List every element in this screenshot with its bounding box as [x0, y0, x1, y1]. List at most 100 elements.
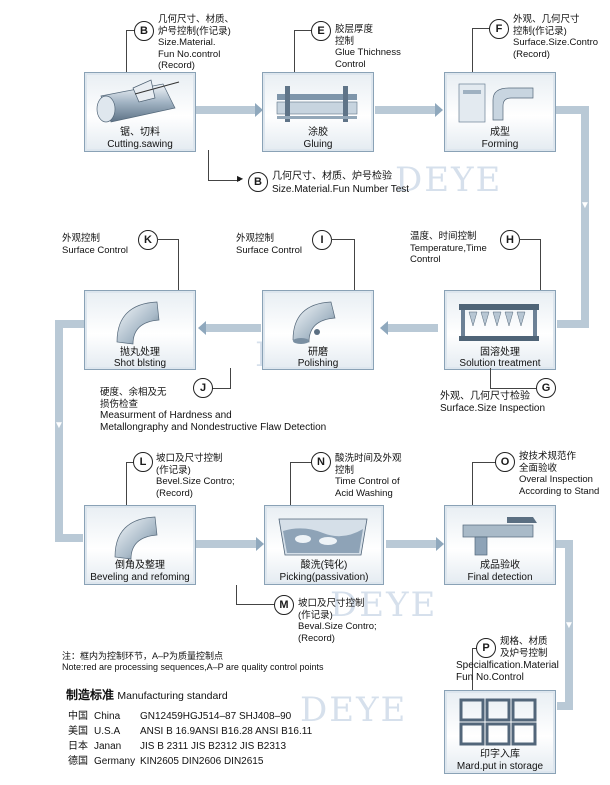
connector-line: [290, 462, 292, 505]
step-pickling: 酸洗(钝化) Picking(passivation): [264, 505, 384, 585]
connector-line: [126, 462, 128, 505]
connector-line: [472, 648, 474, 690]
control-point-b: B: [134, 21, 154, 41]
elbow-polished-icon: [292, 301, 336, 344]
control-text-b: 几何尺寸、材质、炉号控制(作记录)Size.Material.Fun No.co…: [158, 14, 235, 71]
connector-line: [472, 462, 496, 464]
flow-pipe: [557, 702, 573, 710]
step-label-cn: 涂胶: [308, 127, 328, 138]
control-point-b2: B: [248, 172, 268, 192]
connector-line: [294, 30, 312, 32]
flow-pipe: [388, 324, 438, 332]
flow-pipe: [581, 106, 589, 328]
flow-pipe: [55, 534, 83, 542]
flow-pipe: [555, 540, 573, 548]
control-point-j: J: [193, 378, 213, 398]
step-shot-blasting: 抛丸处理 Shot blsting: [84, 290, 196, 370]
legend-note: 注：框内为控制环节，A–P为质量控制点 Note:red are process…: [62, 651, 324, 673]
connector-line: [126, 30, 128, 72]
flow-pipe: [206, 324, 261, 332]
watermark: DEYE: [300, 690, 408, 730]
control-point-o: O: [495, 452, 515, 472]
pipe-saw-icon: [96, 79, 180, 123]
step-label-en: Gluing: [303, 139, 333, 150]
flow-pipe: [565, 540, 573, 710]
inspection-tee-icon: [462, 517, 537, 556]
step-final-detection: 成品验收 Final detection: [444, 505, 556, 585]
flow-arrow: [256, 537, 264, 551]
connector-line: [519, 239, 541, 241]
furnace-icon: [459, 304, 539, 341]
connector-line: [354, 239, 356, 290]
control-point-m: M: [274, 595, 294, 615]
down-arrow-icon: ▼: [54, 420, 64, 431]
step-label-cn: 酸洗(钝化): [300, 560, 348, 571]
note-en: Note:red are processing sequences,A–P ar…: [62, 662, 324, 672]
connector-line: [126, 30, 136, 32]
arrow-right-icon: ▶: [237, 174, 244, 183]
step-solution-treatment: 固溶处理 Solution treatment: [444, 290, 556, 370]
flow-arrow: [255, 103, 263, 117]
flow-pipe: [55, 320, 63, 542]
connector-line: [126, 462, 134, 464]
control-point-k: K: [138, 230, 158, 250]
connector-line: [178, 239, 180, 290]
connector-line: [290, 462, 312, 464]
connector-line: [236, 585, 238, 604]
flow-arrow: [198, 321, 206, 335]
connector-line: [208, 150, 210, 180]
down-arrow-icon: ▼: [580, 200, 590, 211]
step-label-en: Beveling and refoming: [90, 572, 190, 583]
watermark: DEYE: [395, 160, 503, 200]
step-forming: 成型 Forming: [444, 72, 556, 152]
step-label-en: Picking(passivation): [279, 572, 369, 583]
step-beveling: 倒角及整理 Beveling and refoming: [84, 505, 196, 585]
step-label-en: Forming: [481, 139, 519, 150]
flow-pipe: [557, 320, 589, 328]
step-storage: 印字入库 Mard.put in storage: [444, 690, 556, 774]
flow-pipe: [195, 106, 255, 114]
step-label-cn: 研磨: [308, 347, 328, 358]
storage-rack-icon: [459, 698, 537, 746]
step-label-en: Polishing: [297, 358, 339, 369]
step-label-en: Cutting.sawing: [107, 139, 173, 150]
control-text-m: 坡口及尺寸控制(作记录)Beval.Size Contro;(Record): [298, 598, 377, 644]
control-text-f: 外观、几何尺寸控制(作记录)Surface.Size.Contro(Record…: [513, 14, 599, 60]
flow-pipe: [196, 540, 256, 548]
flow-pipe: [555, 106, 589, 114]
control-point-e: E: [311, 21, 331, 41]
connector-line: [490, 388, 536, 390]
control-point-n: N: [311, 452, 331, 472]
control-text-p: 规格、材质及炉号控制: [500, 636, 548, 659]
step-label-en: Shot blsting: [113, 358, 167, 369]
standards-title: 制造标准 Manufacturing standard: [66, 688, 228, 703]
connector-line: [157, 239, 179, 241]
forming-press-icon: [458, 83, 534, 123]
connector-line: [212, 388, 231, 390]
connector-line: [331, 239, 355, 241]
connector-line: [236, 604, 274, 606]
flow-arrow: [436, 537, 444, 551]
flow-pipe: [386, 540, 436, 548]
flow-pipe: [375, 106, 435, 114]
step-polishing: 研磨 Polishing: [262, 290, 374, 370]
down-arrow-icon: ▼: [564, 620, 574, 631]
elbow-bevel-icon: [114, 516, 158, 560]
step-cutting: 锯、切料 Cutting.sawing: [84, 72, 196, 152]
connector-line: [472, 648, 478, 650]
gluing-machine-icon: [276, 86, 358, 122]
control-point-l: L: [133, 452, 153, 472]
step-label-cn: 印字入库: [480, 749, 520, 760]
step-gluing: 涂胶 Gluing: [262, 72, 374, 152]
elbow-icon: [116, 301, 160, 345]
